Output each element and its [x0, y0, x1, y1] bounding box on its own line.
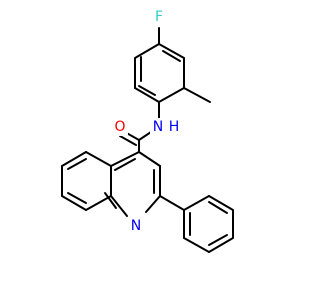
- fluorine-label: F: [155, 9, 163, 25]
- carbonyl-oxygen-label: O: [114, 119, 125, 135]
- carbonyl-oxygen-atom: O: [112, 118, 128, 136]
- quinoline-pyridine-ring: [110, 151, 161, 217]
- amide-nitrogen-label: N: [153, 119, 163, 135]
- fluorine-atom: F: [152, 8, 166, 26]
- quinoline-benzo-ring: [61, 151, 117, 211]
- n-carbonyl-bond: [138, 131, 152, 141]
- quinoline-phenyl-bond: [159, 195, 185, 211]
- molecule-canvas: F N H O N: [61, 8, 234, 253]
- structure-diagram: F N H O N: [61, 8, 234, 253]
- amide-nh-group: N H: [150, 118, 184, 136]
- methyl-bond: [183, 87, 211, 103]
- amide-hydrogen-label: H: [169, 119, 180, 135]
- ring-nitrogen-atom: N: [128, 217, 144, 235]
- ring-nitrogen-label: N: [131, 218, 141, 234]
- fluoromethylphenyl-ring: [134, 43, 185, 103]
- phenyl-ring: [183, 195, 234, 253]
- carbonyl-double-bond-b: [119, 135, 137, 146]
